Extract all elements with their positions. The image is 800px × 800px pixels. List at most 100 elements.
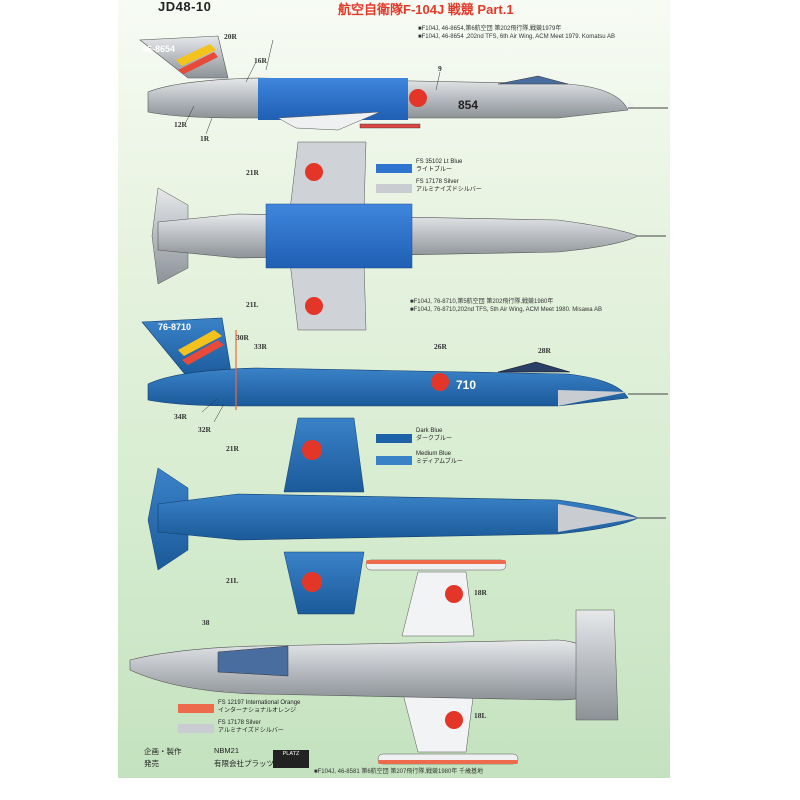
leader-line [185,105,195,123]
nose-cone [558,504,638,532]
canopy [497,75,569,85]
fuselage [147,367,629,407]
footer-sell-label: 発売 [144,759,159,768]
missile [359,123,421,129]
callout-21l: 21L [246,300,259,309]
blue-mid-section [258,78,408,120]
leader-line [435,71,441,91]
color-swatch [376,434,412,443]
callout-18r: 18R [474,588,487,597]
aircraft-artwork [129,35,668,765]
fin-stripe-red [178,52,218,74]
legend-label-jp: ミディアムブルー [416,459,463,465]
callout-12r: 12R [174,120,187,129]
hinomaru-lower [445,711,463,729]
aircraft-2-caption-en: ■F104J, 76-8710,202nd TFS, 5th Air Wing,… [410,307,602,313]
color-swatch [376,164,412,173]
leader-line [201,397,219,413]
leader-line [213,403,225,423]
aircraft-2-top-view [147,417,666,615]
decal-sheet: JD48-10 航空自衛隊F-104J 戦競 Part.1 ■F104J, 46… [118,0,670,778]
leader-line [245,61,257,83]
legend-label-jp: ライトブルー [416,167,453,173]
callout-26r: 26R [434,342,447,351]
callout-32r: 32R [198,425,211,434]
footer-company: 有限会社プラッツ [214,759,274,768]
callout-21l-2: 21L [226,576,239,585]
callout-21r: 21R [246,168,259,177]
aircraft-2-tail-serial: 76-8710 [158,322,192,332]
callout-38: 38 [202,618,210,627]
canopy [497,361,571,373]
hinomaru-lower [305,297,323,315]
callout-34r: 34R [174,412,187,421]
platz-logo: PLATZ [273,750,309,768]
legend-label-jp: ダークブルー [416,436,453,442]
legend-label-jp: アルミナイズドシルバー [218,728,284,734]
aircraft-3-underside-view [129,559,619,765]
tip-tank-lower-orange [378,760,518,764]
wing-lower [401,689,475,753]
callout-20r: 20R [224,32,237,41]
fuselage-top [157,493,639,541]
callout-30r: 30R [236,333,249,342]
footer-brand: NBM21 [214,746,240,755]
callout-16r: 16R [254,56,267,65]
color-swatch [178,724,214,733]
legend-label: Medium Blue [416,451,452,457]
blue-mid-section [265,203,413,269]
color-swatch [376,184,412,193]
legend-label: FS 12197 International Orange [218,700,301,706]
fuselage-bottom [129,639,599,701]
hinomaru-upper [305,163,323,181]
wing-bottom [289,261,367,331]
fin-stripe-red [182,340,224,365]
color-swatch [376,456,412,465]
aircraft-1-nose-number: 854 [458,98,479,112]
legend-label-jp: インターナショナルオレンジ [218,708,297,714]
aircraft-1-tail-serial: 46-8654 [142,44,176,54]
hinomaru-upper [445,585,463,603]
tip-tank-upper-orange [366,560,506,564]
nose-cone [558,390,628,406]
legend-label: Dark Blue [416,428,443,434]
fin-stripe-yellow [178,330,222,356]
wing-white [277,111,381,131]
aircraft-2-caption-jp: ■F104J, 76-8710,第5航空団 第202飛行隊,戦競1980年 [410,299,554,305]
aircraft-1-caption-en: ■F104J, 46-8654 ,202nd TFS, 6th Air Wing… [418,34,615,40]
footer-bottom-caption: ■F104J, 46-8581 第6航空団 第207飛行隊,戦競1980年 千歳… [314,769,484,775]
tail [575,609,619,721]
sheet-title: 航空自衛隊F-104J 戦競 Part.1 [338,2,514,17]
aircraft-2-nose-number: 710 [456,378,477,392]
canopy [217,645,289,677]
fin-stripe-yellow [176,44,216,66]
sheet-code: JD48-10 [158,0,212,14]
callout-21r-2: 21R [226,444,239,453]
hinomaru-fuselage [431,373,449,391]
callout-18l: 18L [474,711,487,720]
leader-line [265,39,274,71]
callout-1r: 1R [200,134,210,143]
hinomaru-fuselage [409,89,427,107]
aircraft-2-side-view [141,317,668,423]
legend-label: FS 17178 Silver [218,720,261,726]
hinomaru-upper [302,440,322,460]
callout-9: 9 [438,64,442,73]
legend-label: FS 17178 Silver [416,179,459,185]
wing-top [289,141,367,211]
wing-top [283,417,365,493]
legend-label: FS 35102 Lt Blue [416,159,463,165]
legend-label-jp: アルミナイズドシルバー [416,187,482,193]
aircraft-1-top-view [151,141,666,331]
wing-upper [401,571,475,637]
aircraft-1-caption-jp: ■F104J, 46-8654,第6航空団 第202飛行隊,戦競1979年 [418,26,562,32]
aircraft-1-side-view [139,35,668,135]
wing-bottom [283,551,365,615]
callout-33r: 33R [254,342,267,351]
callout-28r: 28R [538,346,551,355]
hinomaru-lower [302,572,322,592]
nose-cone [628,100,634,112]
leader-line [205,117,213,135]
footer-plan-label: 企画・製作 [144,747,182,756]
color-swatch [178,704,214,713]
